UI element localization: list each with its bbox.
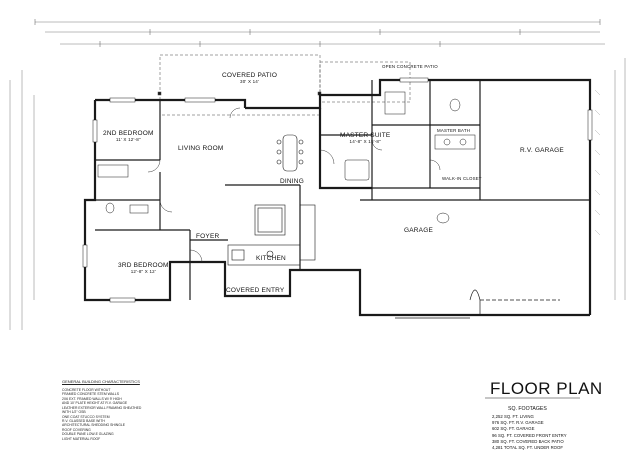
- room-covered-entry: COVERED ENTRY: [226, 287, 284, 294]
- room-rv-garage: R.V. GARAGE: [520, 147, 564, 154]
- interior-walls: [95, 80, 590, 300]
- room-covered-patio: COVERED PATIO 30' X 14': [222, 72, 277, 85]
- garage-doors: [395, 289, 560, 319]
- room-name: KITCHEN: [256, 255, 286, 262]
- room-kitchen: KITCHEN: [256, 255, 286, 262]
- room-open-patio: OPEN CONCRETE PATIO: [382, 64, 438, 69]
- room-walkin-closet: WALK-IN CLOSET: [442, 176, 482, 181]
- kitchen-counters: [227, 204, 316, 266]
- room-dimensions: 14'-8" X 15'-8": [349, 139, 381, 145]
- room-3rd-bedroom: 3RD BEDROOM 12'-8" X 12': [118, 262, 169, 275]
- room-dimensions: 12'-8" X 12': [130, 269, 156, 275]
- sq-footage-list: 2,252 SQ. FT. LIVING 976 SQ. FT. R.V. GA…: [492, 414, 567, 451]
- room-name: 3RD BEDROOM: [118, 262, 169, 269]
- dining-table: [276, 134, 304, 172]
- room-name: OPEN CONCRETE PATIO: [382, 64, 438, 69]
- plan-title: FLOOR PLAN: [490, 379, 603, 398]
- room-garage: GARAGE: [404, 227, 433, 234]
- general-notes-body: CONCRETE FLOOR WITHOUT FRAMED CONCRETE S…: [62, 388, 142, 441]
- room-2nd-bedroom: 2ND BEDROOM 11' X 12'-8": [103, 130, 154, 143]
- room-name: COVERED ENTRY: [226, 287, 285, 294]
- room-dining: DINING: [280, 178, 304, 185]
- wall-hatching: [594, 89, 601, 236]
- room-name: MASTER SUITE: [340, 132, 391, 139]
- room-name: DINING: [280, 178, 304, 185]
- room-dimensions: 11' X 12'-8": [115, 137, 141, 143]
- room-dimensions: 30' X 14': [240, 79, 260, 85]
- general-notes-title: GENERAL BUILDING CHARACTERISTICS: [62, 379, 140, 384]
- door-swings: [147, 107, 441, 263]
- room-master-bath: MASTER BATH: [437, 128, 470, 133]
- sq-footage-item: 4,281 TOTAL SQ. FT. UNDER ROOF: [492, 445, 563, 451]
- sq-footage-item: 96 SQ. FT. COVERED FRONT ENTRY: [492, 432, 567, 438]
- room-living: LIVING ROOM: [178, 145, 224, 152]
- room-name: 2ND BEDROOM: [103, 130, 154, 137]
- room-name: FOYER: [196, 233, 220, 240]
- dimension-lines: [9, 19, 626, 330]
- sq-footage-item: 2,252 SQ. FT. LIVING: [492, 414, 534, 419]
- exterior-walls: [83, 78, 592, 317]
- room-master-suite: MASTER SUITE 14'-8" X 15'-8": [340, 132, 390, 145]
- room-name: GARAGE: [404, 227, 434, 234]
- bath-fixtures: [97, 91, 476, 224]
- sq-footage-item: 602 SQ. FT. GARAGE: [492, 426, 535, 432]
- sq-footage-item: 380 SQ. FT. COVERED BACK PATIO: [492, 438, 564, 444]
- room-foyer: FOYER: [196, 233, 219, 240]
- room-name: MASTER BATH: [437, 128, 471, 133]
- room-name: COVERED PATIO: [222, 72, 278, 79]
- sq-footage-header: SQ. FOOTAGES: [508, 406, 547, 412]
- room-name: LIVING ROOM: [178, 145, 224, 152]
- room-name: R.V. GARAGE: [520, 147, 564, 154]
- windows: [82, 77, 593, 303]
- sq-footage-item: 976 SQ. FT. R.V. GARAGE: [492, 420, 544, 426]
- room-name: WALK-IN CLOSET: [442, 176, 482, 181]
